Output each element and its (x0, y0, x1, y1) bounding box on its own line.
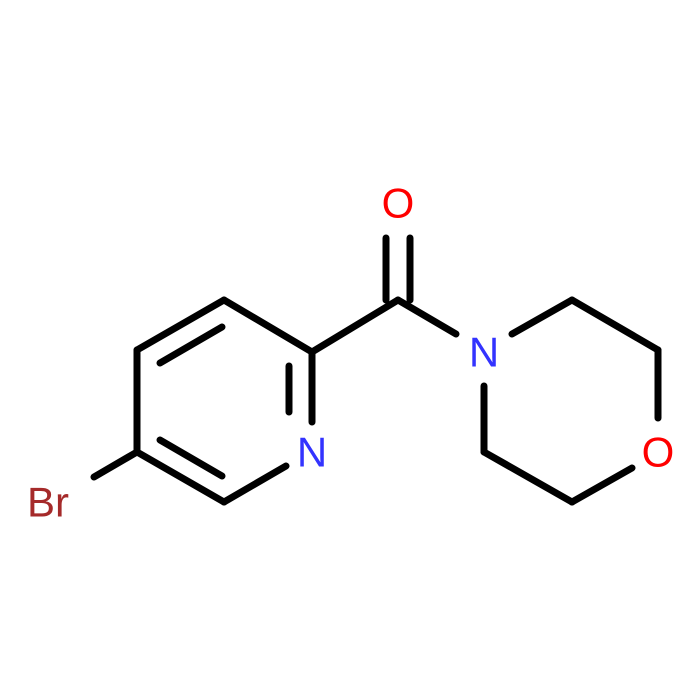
bond-c3-c4-inner (156, 323, 226, 367)
atom-label-amide-nitrogen: N (469, 329, 499, 376)
atom-label-ring-oxygen: O (642, 429, 675, 476)
bond-c3-c4 (133, 296, 228, 354)
atom-labels: O N O N Br (27, 180, 674, 526)
bond-c5-br (90, 448, 141, 481)
bond-o-cc (568, 464, 636, 506)
bonds (90, 234, 662, 506)
bond-n-ca (508, 296, 576, 338)
bond-c6-n1 (220, 462, 290, 506)
atom-label-pyridine-nitrogen: N (297, 429, 327, 476)
atom-label-bromine: Br (27, 479, 69, 526)
bond-cc-cd (480, 448, 576, 506)
bond-c2-carbonyl (308, 296, 402, 356)
bond-carbonyl-n (394, 296, 460, 338)
bond-c5-c6-inner (156, 436, 226, 480)
bond-ca-cb (568, 296, 662, 354)
bond-c2-c3 (220, 296, 316, 356)
atom-label-carbonyl-oxygen: O (382, 180, 415, 227)
bond-c5-c6 (133, 448, 228, 506)
